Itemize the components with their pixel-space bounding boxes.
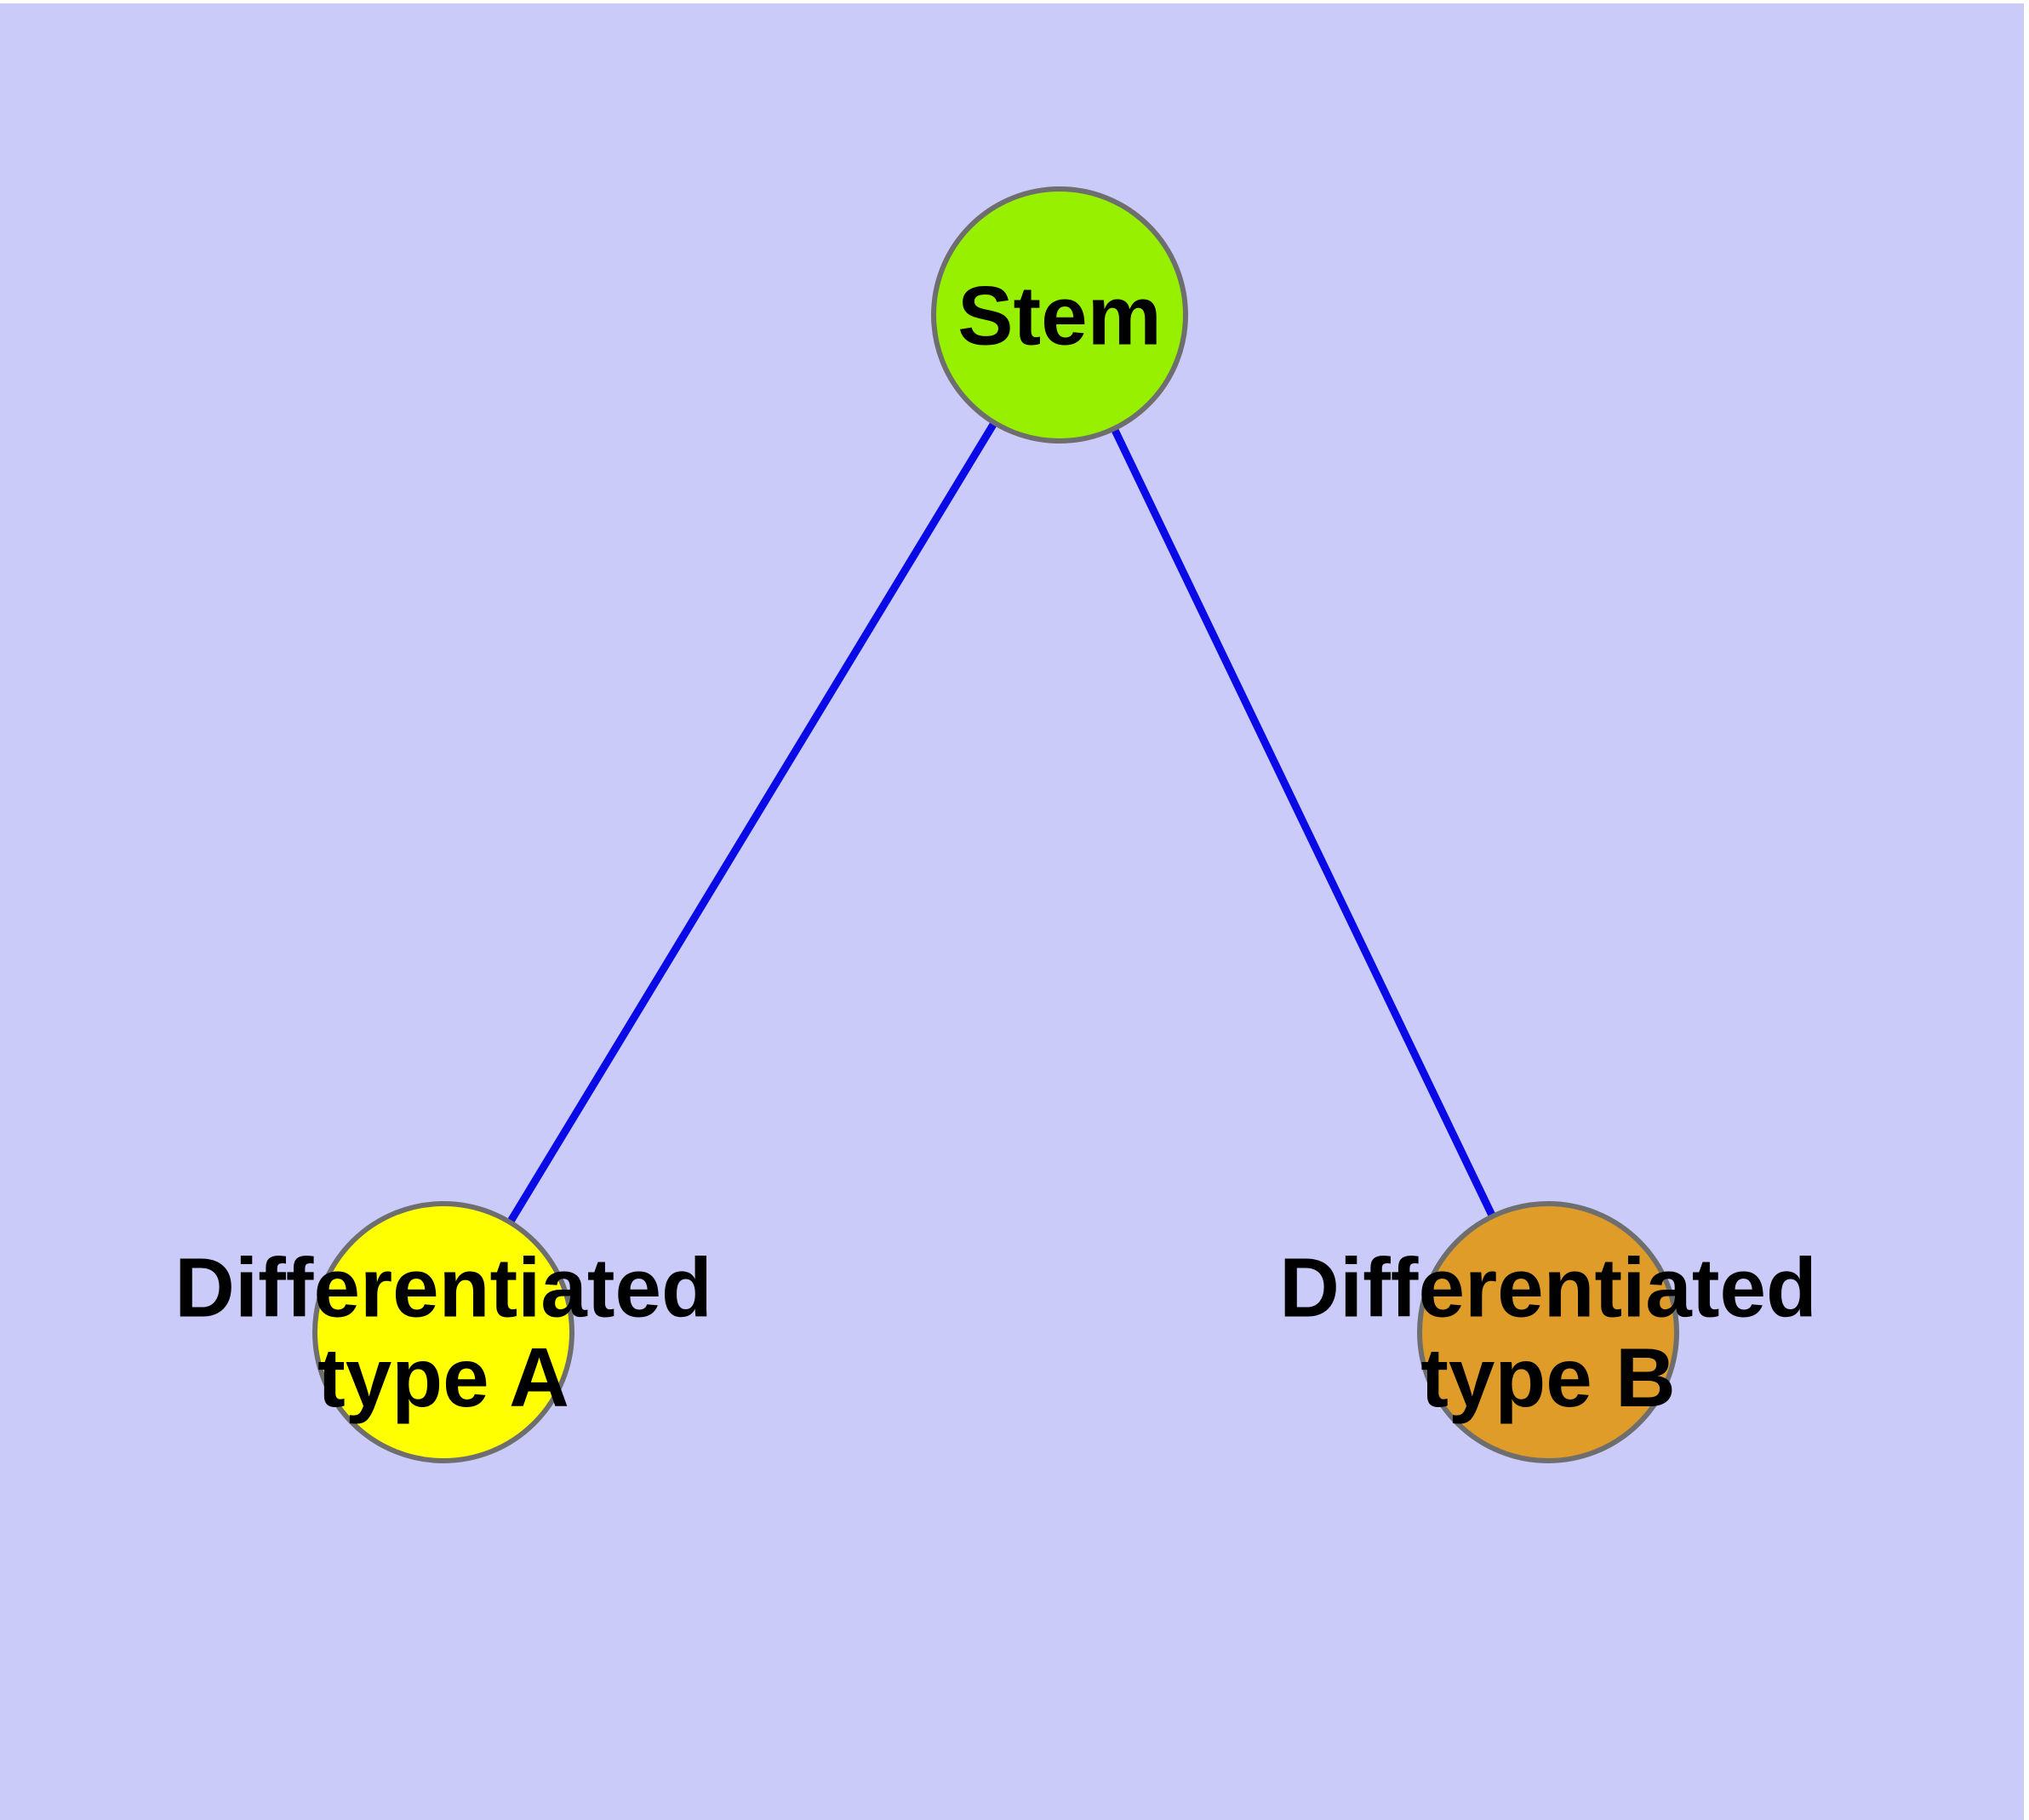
node-circle-diff_b[interactable] xyxy=(1417,1201,1679,1463)
node-label-line: type A xyxy=(317,1331,569,1424)
node-label-line: type B xyxy=(1420,1331,1676,1424)
edge-stem-to-diff_a[interactable] xyxy=(440,312,1063,1335)
edges-layer xyxy=(440,312,1552,1335)
nodes-layer xyxy=(312,186,1679,1463)
node-label-line: Stem xyxy=(957,268,1162,362)
edge-stem-to-diff_b[interactable] xyxy=(1055,313,1552,1334)
node-circle-diff_a[interactable] xyxy=(312,1201,574,1463)
node-label-line: Differentiated xyxy=(1279,1240,1817,1334)
node-circle-stem[interactable] xyxy=(931,186,1188,444)
node-label-line: Differentiated xyxy=(174,1240,712,1334)
node-label-stem: Stem xyxy=(957,268,1162,362)
